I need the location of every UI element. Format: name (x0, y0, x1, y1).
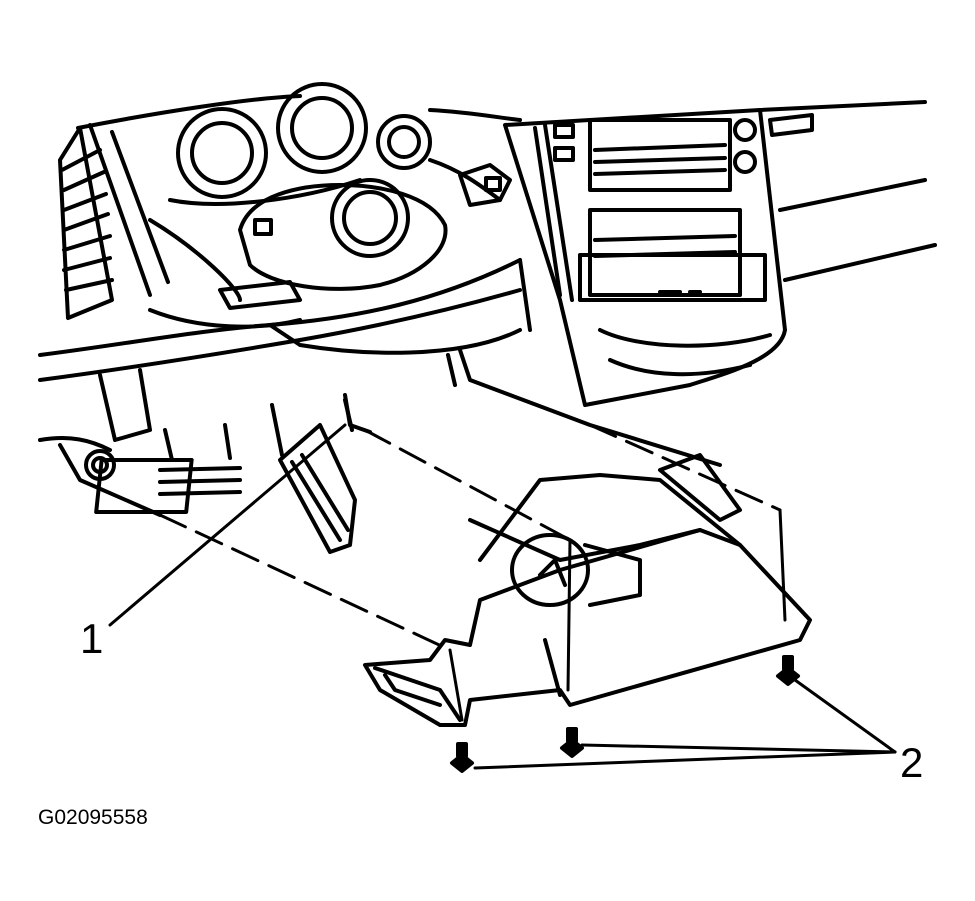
left-fastener (84, 449, 116, 481)
gauge-right (376, 114, 432, 170)
steering-hub (330, 178, 410, 258)
center-console (503, 108, 787, 407)
dash-top-edge (76, 94, 522, 130)
brake-pedal (94, 458, 194, 514)
right-dash (758, 100, 937, 282)
fastener-left (450, 742, 474, 773)
gauge-center (276, 82, 368, 174)
figure-id-label: G02095558 (38, 806, 148, 829)
steering-column (148, 163, 512, 310)
radio-face-lower (588, 208, 742, 297)
left-air-vent (58, 123, 170, 320)
insulator-panel (363, 453, 812, 727)
gauge-left (176, 107, 268, 199)
radio-knob-bottom (733, 150, 757, 174)
leader-1 (108, 423, 347, 627)
leader-2c (473, 750, 897, 770)
fastener-right (776, 655, 800, 686)
callout-1-label: 1 (80, 615, 104, 662)
pedals (94, 398, 357, 554)
leader-2a (793, 678, 897, 754)
alignment-lines (158, 423, 782, 652)
fastener-center (560, 727, 584, 758)
left-support (38, 368, 162, 517)
radio-knob-top (733, 118, 757, 142)
hvac-duct-lines (343, 348, 722, 467)
instrument-cluster (168, 82, 502, 206)
fasteners (450, 655, 800, 773)
leader-lines (108, 423, 897, 770)
radio-face-upper (588, 118, 732, 192)
callout-2-label: 2 (900, 739, 924, 786)
lighting-module (510, 533, 590, 607)
knee-bolster (38, 258, 532, 382)
accelerator-pedal (278, 423, 357, 554)
alignment-lines-solid (448, 508, 787, 722)
leader-2b (580, 743, 897, 754)
